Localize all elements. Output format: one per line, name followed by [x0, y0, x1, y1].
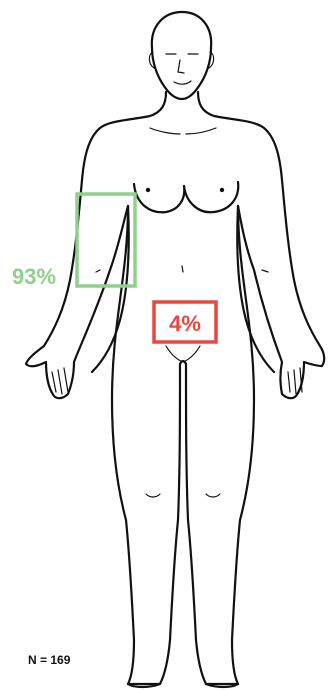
breast-left: [134, 184, 184, 212]
left-hand-fingers: [52, 368, 68, 394]
abdomen-region-percent: 4%: [169, 311, 201, 336]
arm-region-percent: 93%: [12, 264, 56, 289]
right-body-outline: [198, 92, 324, 398]
nipple-left: [146, 188, 150, 192]
left-body-outline: [26, 92, 166, 398]
navel: [182, 266, 183, 272]
breast-right: [184, 182, 238, 212]
sample-size-label: N = 169: [28, 653, 71, 667]
right-torso-side: [186, 206, 254, 684]
left-arm-inner: [92, 206, 129, 372]
face-features: [166, 54, 198, 84]
left-torso-side: [112, 206, 180, 684]
collarbones: [150, 128, 216, 134]
head-outline: [152, 12, 211, 99]
knee-marks: [146, 494, 220, 497]
pubic-outline: [166, 346, 200, 362]
nipple-right: [220, 188, 224, 192]
human-figure-outline: [26, 12, 324, 687]
